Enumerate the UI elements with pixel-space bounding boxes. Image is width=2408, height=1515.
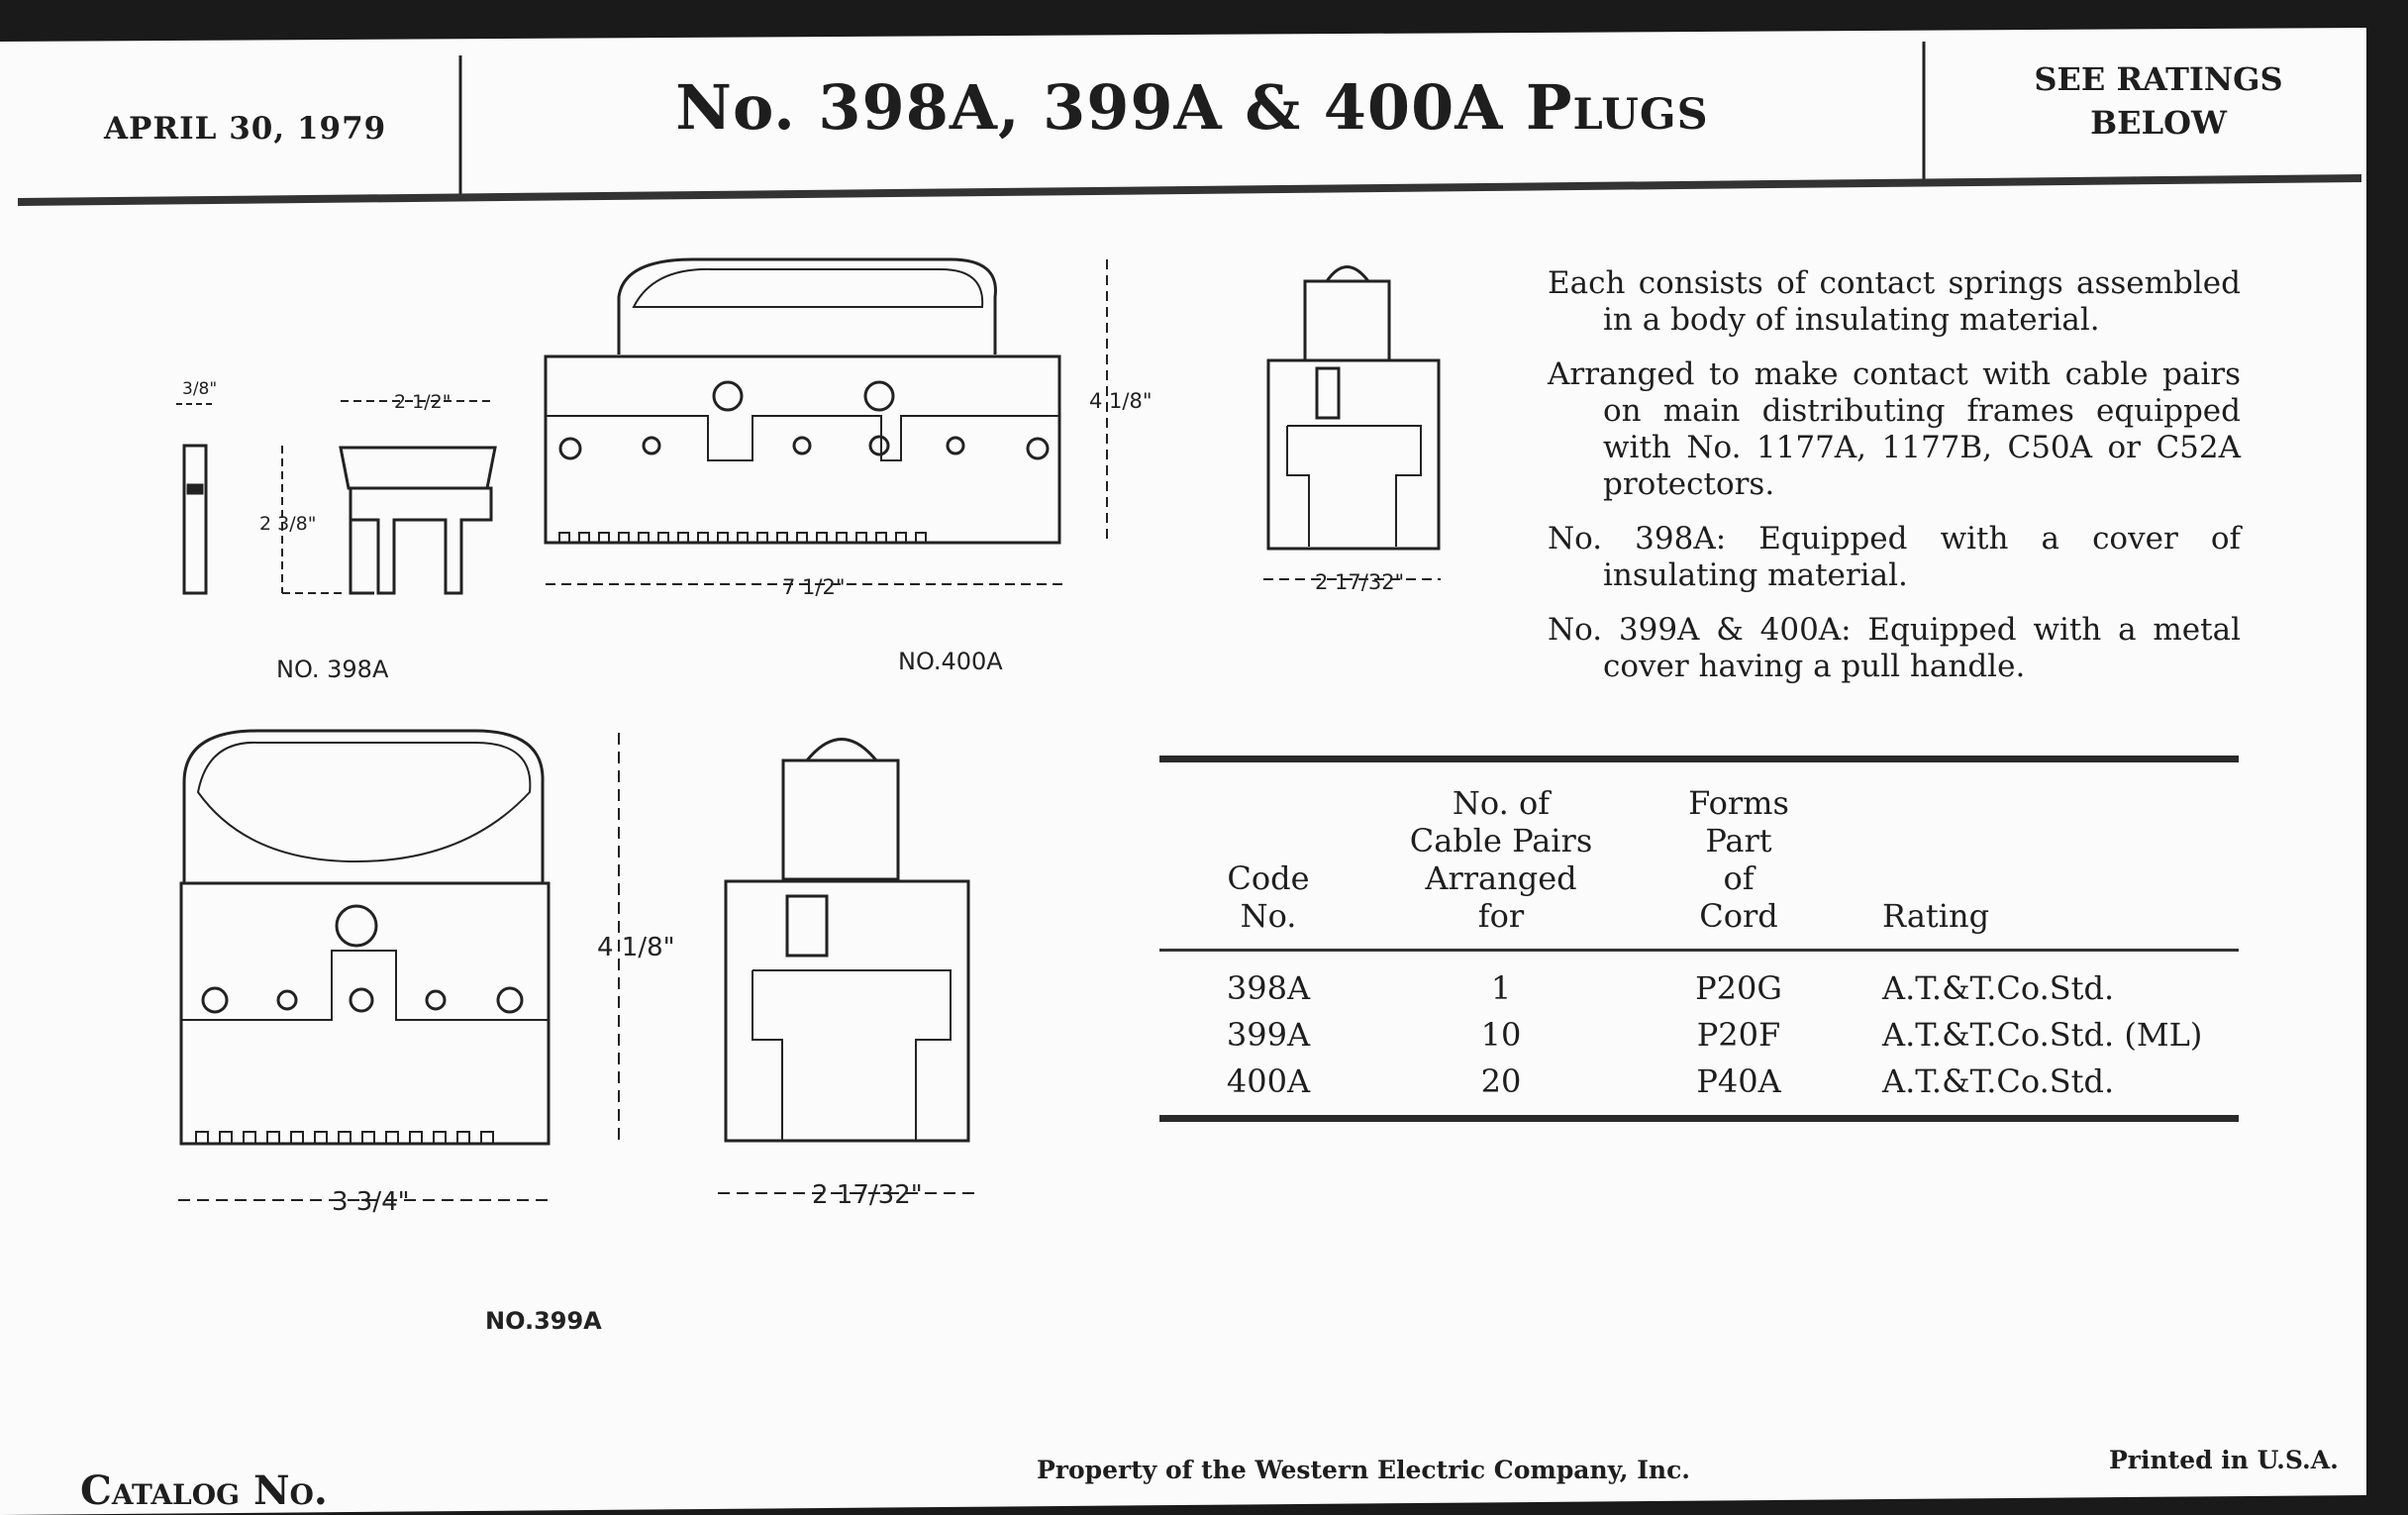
ratings-note: SEE RATINGS BELOW [1926, 57, 2366, 145]
catalog-number-label: Catalog No. [80, 1467, 328, 1514]
ratings-note-line2: BELOW [2090, 104, 2227, 142]
table-rows-0-pairs: 1 [1490, 969, 1512, 1007]
table-rows-2-rating: A.T.&T.Co.Std. [1882, 1062, 2115, 1100]
issue-date: APRIL 30, 1979 [104, 111, 387, 147]
drawing-399a-front: 4 1/8" 3 3/4" [178, 729, 675, 1217]
title-prefix: No. [675, 71, 796, 144]
title-codes: 398A, 399A & 400A [818, 71, 1504, 144]
table-row: 400A 20 P40A A.T.&T.Co.Std. [1159, 1059, 2239, 1105]
table-headers-code-0: Code [1227, 859, 1310, 897]
figures-dims-d399_side: 2 17/32" [812, 1180, 923, 1210]
table-headers-rating-0: Rating [1882, 897, 1990, 935]
description-paragraph: Arranged to make contact with cable pair… [1548, 356, 2241, 502]
ratings-note-line1: SEE RATINGS [2034, 60, 2283, 98]
table-rows-2-cord: P40A [1696, 1062, 1781, 1100]
table-headers-cord-0: Forms [1688, 784, 1789, 822]
drawing-398a-front: 2 1/2" 2 3/8" [259, 391, 497, 595]
table-rows-0-code: 398A [1226, 969, 1311, 1007]
description-paragraph: No. 398A: Equipped with a cover of insul… [1548, 521, 2241, 593]
printed-notice: Printed in U.S.A. [2109, 1446, 2339, 1474]
figures-dims-d398_height: 2 3/8" [259, 513, 316, 535]
property-notice: Property of the Western Electric Company… [1037, 1456, 1691, 1484]
table-headers-cord-2: of [1723, 859, 1755, 897]
figures-dims-d398_width: 2 1/2" [394, 391, 451, 413]
header-rule [18, 174, 2361, 206]
table-rows-0-rating: A.T.&T.Co.Std. [1882, 969, 2115, 1007]
drawing-399a-side: 2 17/32" [718, 738, 975, 1210]
header-rating: Rating [1853, 762, 2239, 943]
table-headers-pairs-0: No. of [1452, 784, 1551, 822]
table-bottom-rule [1159, 1115, 2239, 1122]
table-rows-1-code: 399A [1226, 1016, 1311, 1054]
table-headers-cord-1: Part [1705, 822, 1772, 859]
figures-dims-d399_height: 4 1/8" [597, 933, 675, 962]
table-rows-1-cord: P20F [1696, 1016, 1781, 1054]
table-row: 399A 10 P20F A.T.&T.Co.Std. (ML) [1159, 1012, 2239, 1059]
figure-label-399a: NO.399A [485, 1307, 602, 1335]
page-title: No. 398A, 399A & 400A Plugs [460, 71, 1924, 144]
figures-dims-d400_width: 7 1/2" [782, 575, 846, 599]
figures-dims-d398_thick: 3/8" [182, 379, 217, 399]
figures-dims-d400_side: 2 17/32" [1315, 570, 1404, 594]
table-rows-1-pairs: 10 [1480, 1016, 1522, 1054]
table-top-rule [1159, 756, 2239, 762]
description: Each consists of contact springs assembl… [1548, 265, 2241, 703]
table-headers-code-1: No. [1240, 897, 1297, 935]
table-headers-pairs-1: Cable Pairs [1409, 822, 1593, 859]
title-suffix: Plugs [1525, 71, 1709, 144]
table-rows-1-rating: A.T.&T.Co.Std. (ML) [1882, 1016, 2203, 1054]
table-row: 398A 1 P20G A.T.&T.Co.Std. [1159, 965, 2239, 1012]
table-rows-0-cord: P20G [1695, 969, 1782, 1007]
table-headers-pairs-2: Arranged [1425, 859, 1577, 897]
figures-dims-d400_height: 4 1/8" [1089, 389, 1153, 413]
description-paragraph: No. 399A & 400A: Equipped with a metal c… [1548, 612, 2241, 684]
figure-label-398a: NO. 398A [276, 656, 389, 683]
table-rows-2-pairs: 20 [1480, 1062, 1522, 1100]
drawing-398a-side: 3/8" [176, 379, 217, 595]
drawing-400a-front: 4 1/8" 7 1/2" [544, 257, 1153, 599]
table-headers-pairs-3: for [1477, 897, 1525, 935]
table-header-rule [1159, 949, 2239, 952]
figure-label-400a: NO.400A [898, 648, 1003, 675]
figures-dims-d399_width: 3 3/4" [332, 1187, 410, 1217]
table-rows-2-code: 400A [1226, 1062, 1311, 1100]
description-paragraph: Each consists of contact springs assembl… [1548, 265, 2241, 338]
drawing-400a-side: 2 17/32" [1263, 265, 1441, 594]
table-headers-cord-3: Cord [1699, 897, 1778, 935]
